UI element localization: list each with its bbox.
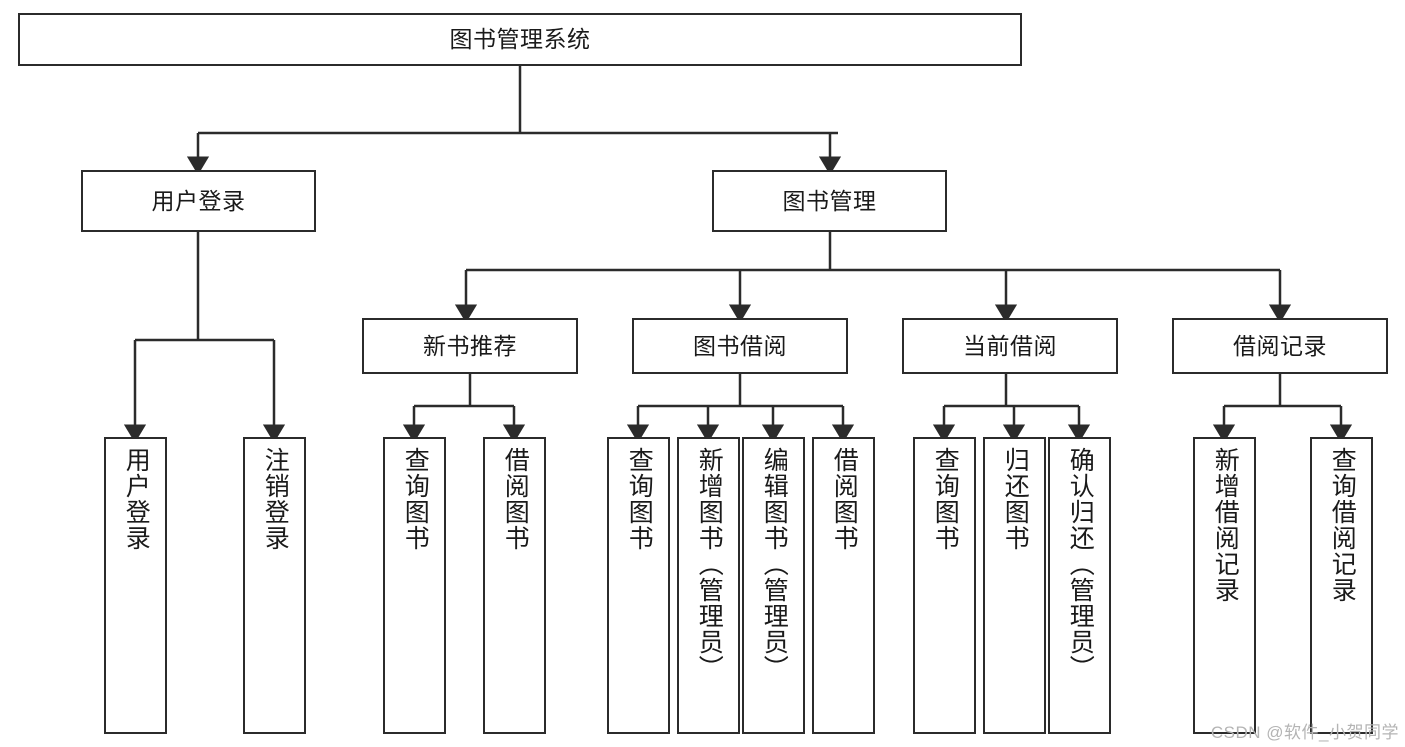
- node-root-system[interactable]: 图书管理系统: [18, 13, 1022, 66]
- node-label: 用户登录: [122, 447, 151, 551]
- node-label: 新增图书（管理员）: [695, 447, 724, 681]
- node-label: 借阅记录: [1233, 332, 1327, 359]
- edge-recommend-to-leaves: [402, 374, 526, 443]
- node-label: 确认归还（管理员）: [1066, 447, 1095, 681]
- node-leaf-logout[interactable]: 注销登录: [243, 437, 306, 734]
- node-label: 注销登录: [261, 447, 290, 551]
- node-leaf-borrow-book[interactable]: 借阅图书: [812, 437, 875, 734]
- edge-root-to-level2: [186, 66, 842, 175]
- node-new-book-recommend[interactable]: 新书推荐: [362, 318, 578, 374]
- node-label: 借阅图书: [501, 447, 530, 551]
- edge-userlogin-to-leaves: [123, 232, 286, 443]
- node-label: 查询借阅记录: [1328, 447, 1357, 603]
- node-label: 当前借阅: [963, 332, 1057, 359]
- node-borrow-record[interactable]: 借阅记录: [1172, 318, 1388, 374]
- node-leaf-query-book-current[interactable]: 查询图书: [913, 437, 976, 734]
- edge-borrowrecord-to-leaves: [1212, 374, 1353, 443]
- node-user-login[interactable]: 用户登录: [81, 170, 316, 232]
- node-book-borrow[interactable]: 图书借阅: [632, 318, 848, 374]
- node-leaf-query-book-recommend[interactable]: 查询图书: [383, 437, 446, 734]
- node-leaf-query-borrow-record[interactable]: 查询借阅记录: [1310, 437, 1373, 734]
- node-label: 图书管理: [782, 187, 877, 214]
- node-label: 查询图书: [625, 447, 654, 551]
- node-leaf-confirm-return[interactable]: 确认归还（管理员）: [1048, 437, 1111, 734]
- node-label: 图书借阅: [693, 332, 787, 359]
- node-label: 查询图书: [931, 447, 960, 551]
- edge-bookborrow-to-leaves: [626, 374, 855, 443]
- node-leaf-add-borrow-record[interactable]: 新增借阅记录: [1193, 437, 1256, 734]
- edge-bookmgmt-to-level3: [454, 232, 1292, 323]
- node-leaf-user-login[interactable]: 用户登录: [104, 437, 167, 734]
- node-current-borrow[interactable]: 当前借阅: [902, 318, 1118, 374]
- node-leaf-add-book[interactable]: 新增图书（管理员）: [677, 437, 740, 734]
- node-leaf-edit-book[interactable]: 编辑图书（管理员）: [742, 437, 805, 734]
- node-leaf-return-book[interactable]: 归还图书: [983, 437, 1046, 734]
- edge-currentborrow-to-leaves: [932, 374, 1091, 443]
- node-label: 用户登录: [151, 187, 246, 214]
- node-label: 归还图书: [1001, 447, 1030, 551]
- node-label: 查询图书: [401, 447, 430, 551]
- node-label: 新增借阅记录: [1211, 447, 1240, 603]
- node-label: 新书推荐: [423, 332, 517, 359]
- node-leaf-query-book-borrow[interactable]: 查询图书: [607, 437, 670, 734]
- node-label: 图书管理系统: [449, 26, 591, 53]
- node-book-management[interactable]: 图书管理: [712, 170, 947, 232]
- node-label: 编辑图书（管理员）: [760, 447, 789, 681]
- node-leaf-borrow-book-recommend[interactable]: 借阅图书: [483, 437, 546, 734]
- node-label: 借阅图书: [830, 447, 859, 551]
